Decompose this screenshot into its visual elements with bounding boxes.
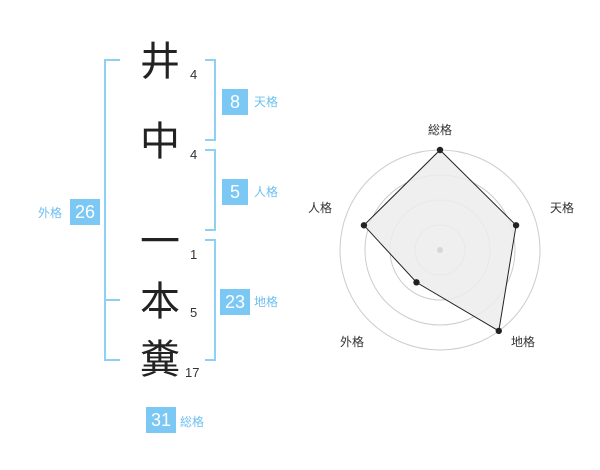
radar-point-3 [413,279,420,286]
name-char-2: 中 [140,119,180,165]
stroke-count-2: 4 [190,147,198,162]
radar-center-dot [437,247,443,253]
stroke-count-3: 1 [190,247,198,262]
stroke-count-5: 17 [185,365,200,380]
radar-axis-label-gaikaku: 外格 [340,334,364,349]
gaikaku-label: 外格 [38,206,63,220]
radar-axis-label-tenkaku: 天格 [550,200,574,215]
radar-point-1 [512,222,520,229]
name-char-5: 糞 [140,337,180,383]
jinkaku-badge: 5 [222,179,248,205]
name-char-1: 井 [140,39,180,85]
gaikaku-badge: 26 [70,199,100,225]
radar-point-4 [360,222,368,229]
chikaku-label: 地格 [254,295,279,309]
radar-axis-label-jinkaku: 人格 [308,200,332,215]
radar-point-2 [495,327,502,335]
tenkaku-badge: 8 [222,89,248,115]
radar-points [360,146,520,335]
soukaku-badge: 31 [146,407,176,433]
stroke-count-4: 5 [190,305,198,320]
chikaku-badge: 23 [220,289,250,315]
radar-axis-label-chikaku: 地格 [511,334,535,349]
radar-axis-label-soukaku: 総格 [428,122,452,137]
radar-point-0 [436,146,444,154]
radar-area [363,149,517,332]
soukaku-label: 総格 [180,415,205,429]
stroke-count-1: 4 [190,67,198,82]
name-char-3: 一 [140,219,180,265]
jinkaku-label: 人格 [254,185,279,199]
tenkaku-label: 天格 [254,95,279,109]
name-char-4: 本 [140,279,180,325]
